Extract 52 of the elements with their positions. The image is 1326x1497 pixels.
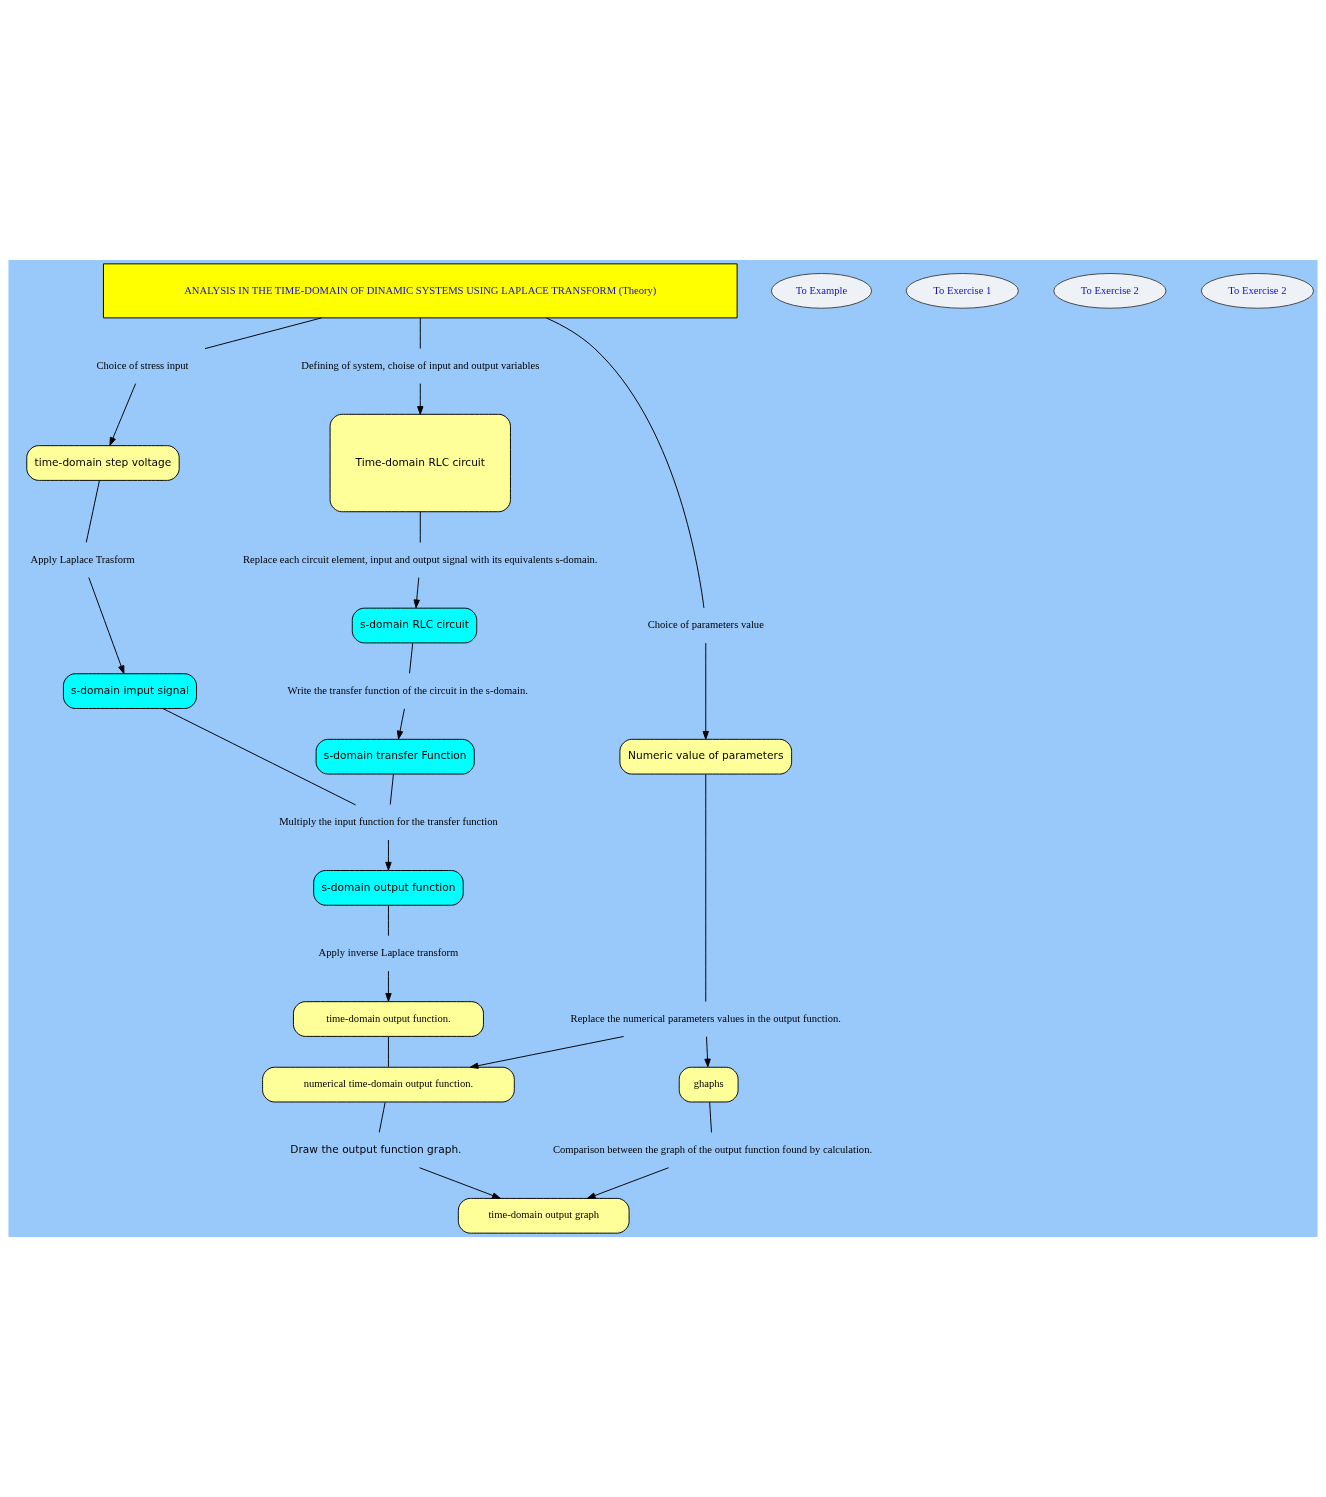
node-box: numerical time-domain output function. [262,1066,515,1103]
connector [387,905,389,937]
connector [709,1101,712,1133]
node-text: Defining of system, choise of input and output variables [301,359,540,371]
node-box: s-domain RLC circuit [351,607,478,644]
node-box: Numeric value of parameters [619,738,793,775]
arrow [586,1167,670,1199]
node-text: Choice of stress input [96,359,189,371]
connector [419,317,421,350]
node-text: Replace each circuit element, input and output signal with its equivalents s-domain. [243,553,598,565]
arrow [413,577,420,609]
node-text: Draw the output function graph. [290,1142,462,1155]
connector [204,317,323,350]
connector [705,773,707,1002]
connector [389,773,394,805]
connector [387,1036,389,1068]
connector [378,1101,386,1133]
arrow [385,970,392,1002]
node-text: Apply Laplace Trasform [30,553,135,565]
node-box: time-domain output graph [457,1197,630,1234]
node-box: ghaphs [678,1066,739,1103]
arrow [88,577,125,675]
connector [409,642,414,674]
node-text: Apply inverse Laplace transform [318,947,459,959]
node-text: Write the transfer function of the circuit in the s-domain. [287,684,528,696]
node-text: Multiply the input function for the transfer function [279,815,498,827]
node-box: s-domain transfer Function [315,738,475,775]
arrow [469,1036,625,1069]
node-ellipse: To Exercise 1 [905,273,1019,309]
node-ellipse: To Exercise 2 [1053,273,1167,309]
arrow [702,642,709,740]
node-ellipse: To Example [770,273,873,309]
node-text: Choice of parameters value [647,619,764,631]
arrow [417,383,424,415]
node-text: Comparison between the graph of the output function found by calculation. [552,1143,873,1155]
connector [162,708,357,806]
node-box: time-domain output function. [292,1001,484,1037]
connector [419,511,421,544]
arrow [385,839,392,871]
arrow [419,1167,501,1199]
connector [545,317,705,609]
arrow [704,1036,711,1068]
node-box: time-domain step voltage [26,445,180,481]
connector [85,480,100,543]
node-text: Replace the numerical parameters values in the output function. [570,1012,841,1024]
node-box: ANALYSIS IN THE TIME-DOMAIN OF DINAMIC SYSTEMS USING LAPLACE TRANSFORM (Theory) [102,263,738,319]
node-ellipse: To Exercise 2 [1200,273,1314,309]
node-box: s-domain output function [313,870,464,906]
arrow [109,383,137,446]
node-box: s-domain imput signal [62,673,197,709]
arrow [396,708,405,740]
node-box: Time-domain RLC circuit [329,413,511,513]
